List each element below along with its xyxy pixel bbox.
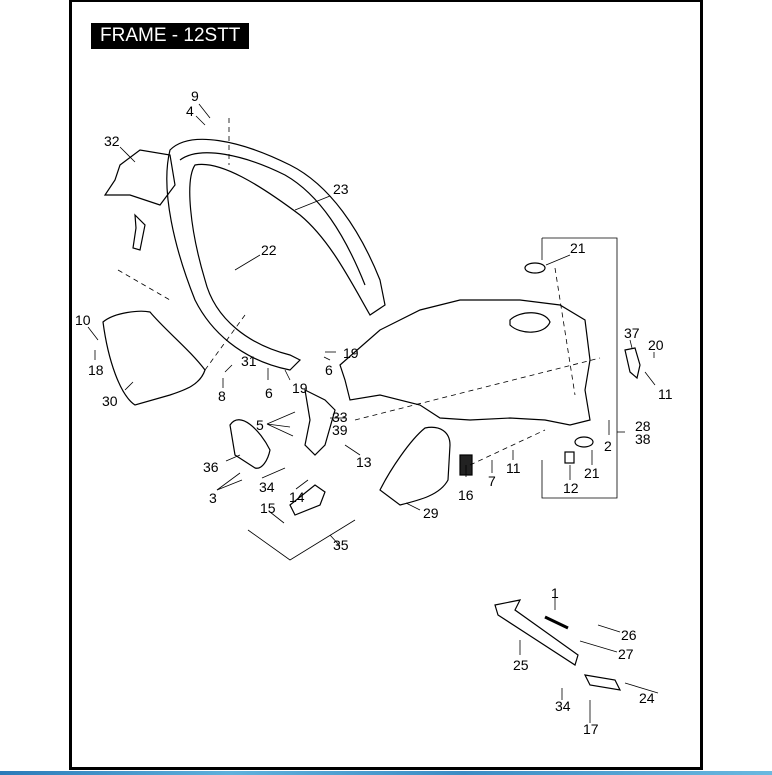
callout-27: 27	[618, 646, 634, 662]
callout-19-left: 19	[292, 380, 308, 396]
callout-24: 24	[639, 690, 655, 706]
callout-7: 7	[488, 473, 496, 489]
callout-15: 15	[260, 500, 276, 516]
callout-20: 20	[648, 337, 664, 353]
callout-29: 29	[423, 505, 439, 521]
callout-23: 23	[333, 181, 349, 197]
callout-36: 36	[203, 459, 219, 475]
heel-guard-part	[229, 419, 271, 469]
dashed-guides	[117, 118, 601, 466]
callout-9: 9	[191, 88, 199, 104]
callout-13: 13	[356, 454, 372, 470]
callout-21-top: 21	[570, 240, 586, 256]
callout-14: 14	[289, 489, 305, 505]
main-frame-part	[339, 299, 591, 426]
callout-12: 12	[563, 480, 579, 496]
callout-11-lower: 11	[506, 460, 521, 476]
callout-32: 32	[104, 133, 120, 149]
callout-26: 26	[621, 627, 637, 643]
rear-subframe-inner	[179, 152, 366, 286]
seat-cowl-part	[103, 149, 176, 206]
callout-1: 1	[551, 585, 559, 601]
callout-22: 22	[261, 242, 277, 258]
callout-34-upper: 34	[259, 479, 275, 495]
spring-part	[544, 615, 569, 630]
callout-39: 39	[332, 422, 348, 438]
callout-35: 35	[333, 537, 349, 553]
rear-subframe-part	[166, 138, 386, 371]
filter-12-part	[564, 451, 575, 464]
diagram-title: FRAME - 12STT	[91, 23, 250, 49]
callout-16: 16	[458, 487, 474, 503]
callout-31: 31	[241, 353, 257, 369]
callout-18: 18	[88, 362, 104, 378]
callout-34-lower: 34	[555, 698, 571, 714]
callout-17: 17	[583, 721, 599, 737]
diagram-frame	[69, 0, 703, 770]
callout-8: 8	[218, 388, 226, 404]
bracket-37-part	[624, 347, 641, 380]
callout-19-right: 19	[343, 345, 359, 361]
footpeg-part	[289, 484, 326, 516]
callout-6-right: 6	[325, 362, 333, 378]
callout-28: 28	[635, 418, 651, 434]
bracket-part	[132, 213, 146, 251]
stand-bracket-part	[583, 674, 622, 691]
callout-30: 30	[102, 393, 118, 409]
bottom-accent-bar	[0, 771, 772, 775]
callout-4: 4	[186, 103, 194, 119]
callout-37: 37	[624, 325, 640, 341]
leader-lines	[87, 103, 659, 723]
callout-6-left: 6	[265, 385, 273, 401]
callout-21-bottom: 21	[584, 465, 600, 481]
callout-5: 5	[256, 417, 264, 433]
callout-3: 3	[209, 490, 217, 506]
callout-33: 33	[332, 409, 348, 425]
tank-cap-part	[509, 312, 551, 333]
callout-10: 10	[75, 312, 91, 328]
footrest-bracket-part	[304, 388, 336, 456]
callout-labels: 9 4 32 23 22 21 10 18 30 31 8 19 6 6 19 …	[75, 88, 673, 737]
callout-25: 25	[513, 657, 529, 673]
callout-2: 2	[604, 438, 612, 454]
side-stand-part	[494, 599, 579, 666]
grommet-top-part	[524, 262, 546, 274]
grommet-bottom-part	[574, 436, 594, 448]
cover-part	[379, 426, 451, 506]
part-drawings	[102, 138, 641, 691]
callout-11-right: 11	[658, 386, 673, 402]
callout-38: 38	[635, 431, 651, 447]
side-panel-part	[102, 310, 206, 406]
